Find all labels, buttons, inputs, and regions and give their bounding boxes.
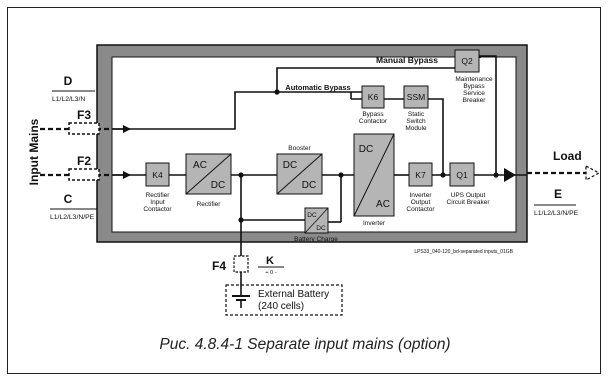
battery-charger-block: DC DC (304, 207, 329, 234)
output-arrow-icon (504, 168, 516, 182)
svg-text:AC: AC (376, 199, 390, 210)
automatic-bypass-label: Automatic Bypass (285, 83, 350, 92)
fuse-f3 (68, 122, 100, 135)
ups-inner-area (111, 56, 517, 233)
svg-text:Q2: Q2 (461, 56, 473, 66)
q2-caption-3: Service (463, 90, 485, 97)
k7-caption-2: Output (411, 199, 431, 206)
q1-caption-1: UPS Output (451, 192, 486, 199)
k7-contactor: K7 (408, 162, 433, 187)
load-arrow-icon (585, 164, 601, 182)
fuse-f3-label: F3 (77, 108, 91, 122)
booster-caption: Booster (288, 145, 311, 152)
k6-caption-1: Bypass (362, 111, 384, 118)
figure-caption: Рис. 4.8.4-1 Separate input mains (optio… (159, 336, 451, 353)
q2-caption-4: Breaker (463, 97, 487, 104)
inverter-block: DC AC (353, 133, 395, 217)
battery-charger-caption: Battery Charge (294, 236, 338, 243)
figure-frame (7, 7, 601, 374)
label-d-phases: L1/L2/L3/N (52, 96, 85, 103)
k4-contactor: K4 (145, 162, 170, 187)
k4-caption-3: Contactor (143, 206, 172, 213)
fuse-f4 (233, 255, 249, 273)
fuse-f4-label: F4 (212, 259, 226, 273)
k6-caption-2: Contactor (359, 118, 388, 125)
svg-text:DC: DC (359, 144, 373, 155)
q1-caption-2: Circuit Breaker (447, 199, 491, 206)
label-e: E (554, 187, 562, 201)
k4-caption-1: Rectifier (146, 192, 171, 199)
ssm-caption-2: Switch (406, 118, 426, 125)
svg-text:DC: DC (283, 160, 297, 171)
rectifier-caption: Rectifier (197, 201, 222, 208)
switch-k-label: K (266, 255, 274, 267)
fuse-f2-label: F2 (77, 154, 91, 168)
ssm-caption-1: Static (408, 111, 425, 118)
q1-breaker: Q1 (449, 162, 475, 187)
battery-label-1: External Battery (258, 289, 329, 300)
label-c-phases: L1/L2/L3/N/PE (50, 214, 95, 221)
ssm-caption-3: Module (405, 125, 427, 132)
svg-text:DC: DC (302, 180, 316, 191)
battery-icon (232, 285, 250, 308)
k4-caption-2: Input (150, 199, 165, 206)
booster-block: DC DC (276, 153, 323, 195)
k7-caption-3: Contactor (406, 206, 435, 213)
svg-text:Q1: Q1 (456, 170, 468, 180)
svg-text:DC: DC (211, 180, 225, 191)
q2-caption-1: Maintenance (455, 76, 493, 83)
svg-text:DC: DC (307, 212, 317, 219)
svg-text:SSM: SSM (407, 92, 425, 102)
ssm-block: SSM (403, 85, 429, 109)
rectifier-block: AC DC (185, 153, 232, 195)
battery-label-2: (240 cells) (258, 301, 304, 312)
q2-breaker: Q2 (454, 49, 480, 73)
k7-caption-1: Inverter (409, 192, 432, 199)
drawing-reference: LPS33_040-120_bd-separated inputs_01GB (414, 249, 513, 255)
fuse-f2 (68, 168, 100, 181)
label-c: C (64, 192, 73, 206)
manual-bypass-label: Manual Bypass (376, 55, 438, 65)
q2-caption-2: Bypass (463, 83, 485, 90)
inverter-caption: Inverter (363, 220, 386, 227)
svg-text:AC: AC (193, 160, 207, 171)
svg-text:DC: DC (316, 225, 326, 232)
label-d: D (64, 74, 73, 88)
switch-k-sub: + 0 - (265, 270, 276, 276)
label-e-phases: L1/L2/L3/N/PE (534, 210, 579, 217)
label-load: Load (553, 149, 582, 163)
svg-text:K7: K7 (415, 170, 426, 180)
input-mains-label: Input Mains (27, 118, 41, 185)
svg-text:K4: K4 (152, 170, 163, 180)
junctions (238, 89, 499, 223)
k6-contactor: K6 (361, 85, 385, 109)
svg-text:K6: K6 (368, 92, 379, 102)
